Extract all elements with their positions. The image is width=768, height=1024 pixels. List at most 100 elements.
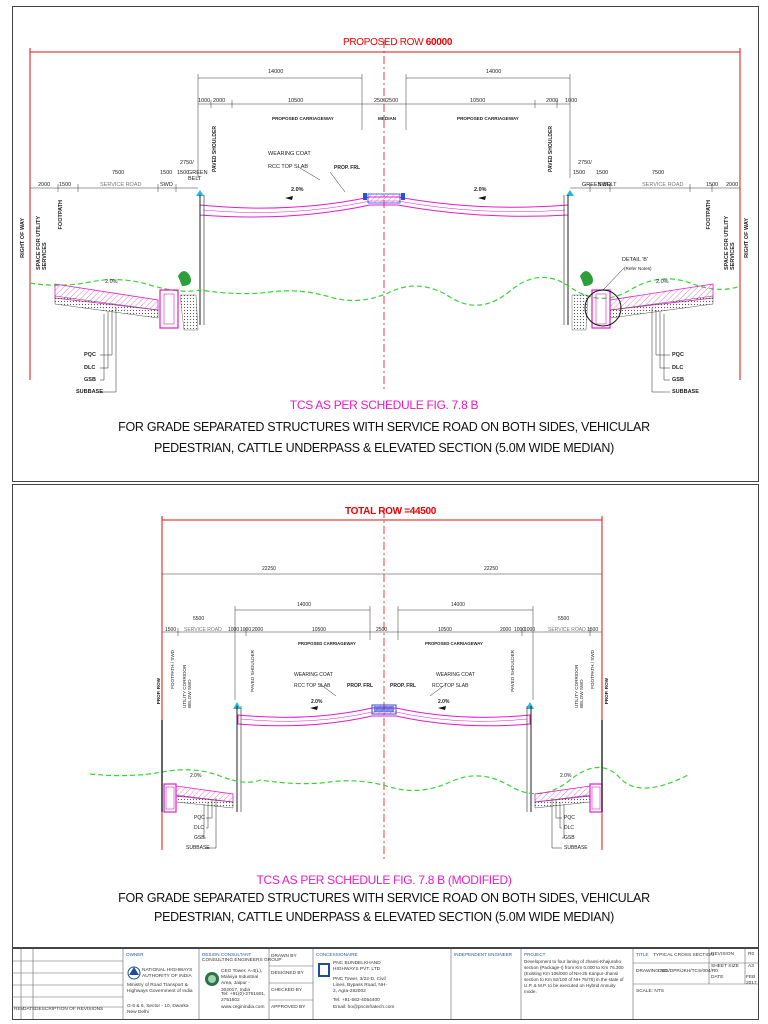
top-row-value: 60000 [425, 37, 453, 48]
mid-schedule-caption: TCS AS PER SCHEDULE FIG. 7.8 B (MODIFIED… [256, 873, 512, 887]
top-dim-lane: 1000 [198, 98, 211, 104]
tb-rev: REV [14, 1007, 24, 1012]
tb-sheet-label: SHEET SIZE [711, 964, 739, 969]
top-left-dim: 2000 [38, 182, 51, 188]
mid-right-layer-subbase: SUBBASE [564, 845, 588, 851]
top-row-label: PROPOSED ROW [343, 37, 424, 48]
tb-approved-by: APPROVED BY [271, 1005, 306, 1010]
top-ground-line [29, 276, 741, 306]
top-carriageway-left: PROPOSED CARRIAGEWAY [272, 116, 334, 121]
mid-lane-dim: 2000 [252, 627, 264, 633]
mid-service-road-right: SERVICE ROAD [548, 627, 586, 633]
top-deck-slab [196, 190, 574, 325]
mid-dimension-lines [162, 573, 602, 700]
mid-caption-line1: FOR GRADE SEPARATED STRUCTURES WITH SERV… [118, 891, 650, 905]
mid-prop-row-left: PROP. ROW [156, 678, 161, 705]
mid-left-layer-gsb: GSB [194, 835, 205, 841]
tb-date: DATE [23, 1007, 36, 1012]
top-left-layer-gsb: GSB [84, 377, 96, 383]
tb-sheet: A3 [748, 964, 754, 969]
tb-drawing-no: CEG/DPR/JKH/TCS/004/R0 [658, 969, 718, 974]
mid-utility-right: UTILITY CORRIDOR BELOW SWD [574, 664, 584, 708]
top-slope-right: 2.0% [474, 187, 487, 193]
title-block-grid [13, 949, 758, 1019]
mid-row-title: TOTAL ROW =44500 [345, 506, 437, 517]
top-row-dimension [29, 40, 741, 390]
tb-description: DESCRIPTION OF REVISIONS [35, 1007, 104, 1012]
mid-carriageway-left: PROPOSED CARRIAGEWAY [298, 641, 356, 646]
tb-title-text: TYPICAL CROSS SECTION [653, 953, 714, 958]
tb-consultant-head: DESIGN CONSULTANT [202, 952, 252, 957]
mid-dim-top-right: 14000 [451, 602, 465, 608]
mid-slope-service-right: 2.0% [560, 773, 572, 779]
mid-prop-row-right: PROP. ROW [604, 678, 609, 705]
mid-lane-dim: 1000 [240, 627, 252, 633]
mid-caption-line2: PEDESTRIAN, CATTLE UNDERPASS & ELEVATED … [154, 910, 614, 924]
top-right-dim: 1500 [573, 170, 586, 176]
mid-utility-left: UTILITY CORRIDOR BELOW SWD [182, 664, 192, 708]
tb-consultant-tel: Tel: +91(0)-2751601, 2751602 [221, 992, 266, 1004]
top-dim-lane: 2500 [386, 98, 399, 104]
top-slope-service-left: 2.0% [105, 279, 118, 285]
tb-title-head: TITLE [636, 952, 649, 957]
tb-drawing-no-label: DRAWING NO. [636, 969, 669, 974]
top-dimension-lines [30, 74, 740, 192]
top-right-layer-pqc: PQC [672, 352, 684, 358]
tb-owner-head: OWNER [126, 952, 144, 957]
top-left-service-road-label: SERVICE ROAD [100, 182, 142, 188]
top-right-dim: 7500 [652, 170, 665, 176]
top-left-layer-subbase: SUBBASE [76, 389, 103, 395]
mid-slope-right: 2.0% [438, 699, 450, 705]
tb-designed-by: DESIGNED BY [271, 971, 304, 976]
top-left-dim: 1500 [59, 182, 72, 188]
mid-footpath-right: FOOTPATH / SWD [590, 650, 595, 689]
top-right-service-road-label: SERVICE ROAD [642, 182, 684, 188]
ceg-logo [205, 972, 219, 986]
mid-left-layer-subbase: SUBBASE [186, 845, 210, 851]
top-left-swd: SWD [160, 182, 173, 188]
top-carriageway-right: PROPOSED CARRIAGEWAY [457, 116, 519, 121]
tb-consultant-name: CONSULTING ENGINEERS GROUP [202, 958, 282, 963]
top-dim-lane: 2000 [213, 98, 226, 104]
mid-slope-service-left: 2.0% [190, 773, 202, 779]
top-right-dim: 2000 [726, 182, 739, 188]
tb-concessionaire-address: PNC Tower, 3/22-D, Civil Lines, Bypass R… [333, 977, 387, 995]
top-left-layer-pqc: PQC [84, 352, 96, 358]
mid-lane-dim: 2500 [376, 627, 388, 633]
tb-checked-by: CHECKED BY [271, 988, 303, 993]
top-caption-line2: PEDESTRIAN, CATTLE UNDERPASS & ELEVATED … [154, 441, 614, 455]
top-dim-lane: 1000 [565, 98, 578, 104]
top-left-dim: 1500 [160, 170, 173, 176]
top-right-service-road [571, 267, 714, 331]
tb-ie-head: INDEPENDENT ENGINEER [454, 952, 513, 957]
top-rcc-slab: RCC TOP SLAB [268, 164, 309, 170]
mid-lane-dim: 10500 [438, 627, 452, 633]
mid-wearing-coat-right: WEARING COAT [436, 672, 475, 678]
top-right-dim: 2750/ [578, 160, 592, 166]
mid-service-dim: 5500 [193, 616, 205, 622]
top-right-layer-dlc: DLC [672, 365, 684, 371]
top-left-layer-dlc: DLC [84, 365, 96, 371]
mid-lane-dim: 10500 [312, 627, 326, 633]
mid-footpath-left: FOOTPATH / SWD [170, 650, 175, 689]
mid-lane-dim: 2000 [500, 627, 512, 633]
top-right-dim: 1500 [596, 170, 609, 176]
top-right-layer-gsb: GSB [672, 377, 684, 383]
top-detail-note: (Refer Notes) [624, 266, 652, 271]
mid-rcc-slab-right: RCC TOP SLAB [432, 683, 469, 689]
mid-right-service-road [534, 720, 603, 813]
top-wearing-coat: WEARING COAT [268, 151, 311, 157]
mid-paved-shoulder-right: PAVED SHOULDER [510, 650, 515, 692]
mid-left-layer-pqc: PQC [194, 815, 205, 821]
tb-revision: R0 [748, 952, 755, 957]
mid-lane-dim: 1000 [514, 627, 526, 633]
mid-deck-slab [233, 702, 534, 812]
mid-dim-half-right: 22250 [484, 566, 498, 572]
top-slope-service-right: 2.0% [656, 279, 669, 285]
tb-project-head: PROJECT [524, 952, 546, 957]
top-layer-leaders [100, 167, 670, 393]
top-left-green-belt: GREEN BELT [188, 170, 208, 182]
nhai-logo [127, 966, 141, 980]
mid-right-layer-pqc: PQC [564, 815, 575, 821]
